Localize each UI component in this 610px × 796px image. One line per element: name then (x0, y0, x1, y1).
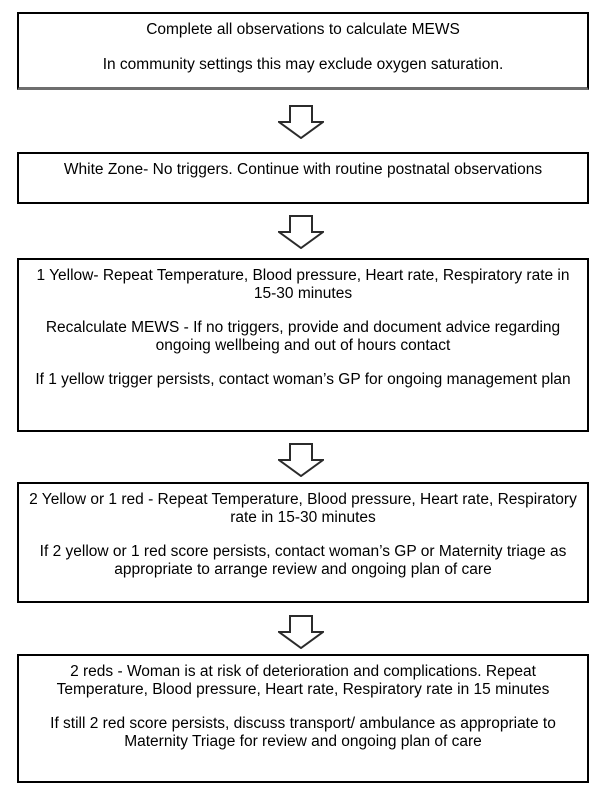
step-text: 2 Yellow or 1 red - Repeat Temperature, … (29, 491, 577, 526)
step-box-white-zone: White Zone- No triggers. Continue with r… (17, 152, 589, 204)
down-arrow-icon (278, 615, 324, 649)
down-arrow-icon (278, 105, 324, 139)
step-box-2-yellow-1-red: 2 Yellow or 1 red - Repeat Temperature, … (17, 482, 589, 603)
step-box-complete-observations: Complete all observations to calculate M… (17, 12, 589, 90)
down-arrow-icon (278, 443, 324, 477)
down-arrow-icon (278, 215, 324, 249)
step-text: Complete all observations to calculate M… (146, 21, 460, 38)
step-text: If 1 yellow trigger persists, contact wo… (35, 371, 571, 388)
step-box-2-reds: 2 reds - Woman is at risk of deteriorati… (17, 654, 589, 783)
step-text: If 2 yellow or 1 red score persists, con… (39, 543, 567, 578)
step-text: Recalculate MEWS - If no triggers, provi… (45, 319, 561, 354)
step-text: In community settings this may exclude o… (102, 55, 504, 73)
step-box-1-yellow: 1 Yellow- Repeat Temperature, Blood pres… (17, 258, 589, 432)
step-text: White Zone- No triggers. Continue with r… (63, 161, 543, 178)
step-text: 1 Yellow- Repeat Temperature, Blood pres… (36, 267, 570, 302)
step-text: If still 2 red score persists, discuss t… (50, 715, 556, 750)
step-text: 2 reds - Woman is at risk of deteriorati… (56, 663, 550, 698)
